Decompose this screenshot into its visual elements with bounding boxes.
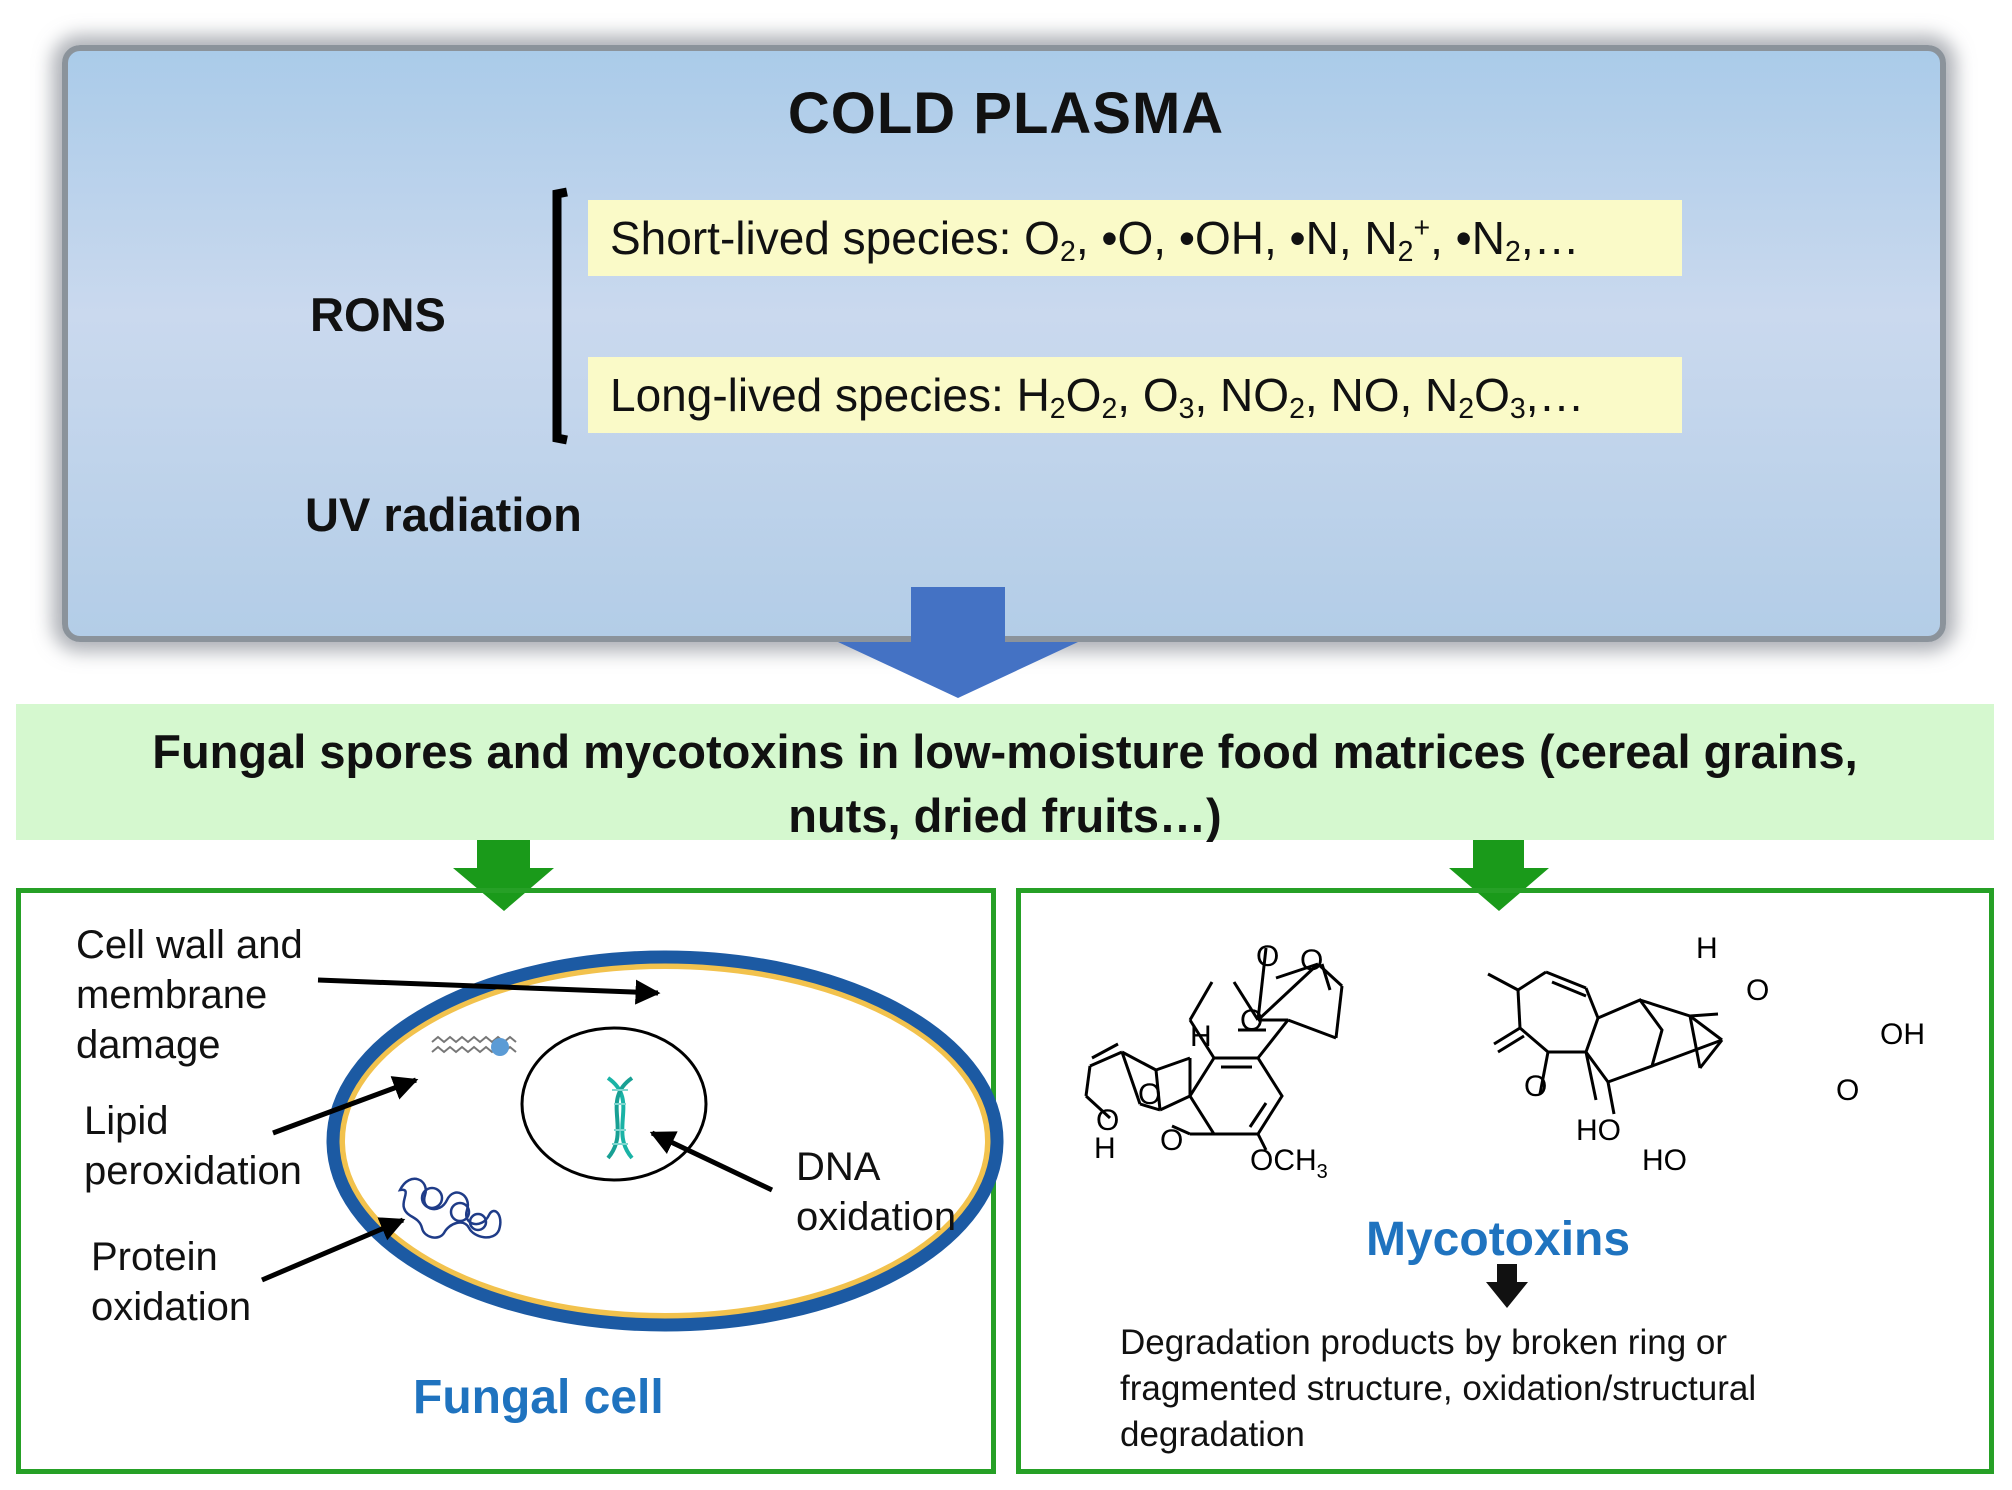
atom-o-lactone: O (1240, 1004, 1263, 1037)
dna-icon (606, 1076, 634, 1160)
cold-plasma-box (62, 45, 1946, 642)
protein-icon (397, 1177, 502, 1239)
atom-o-carbonyl-2: O (1300, 944, 1323, 977)
down-arrow-blue (838, 587, 1078, 698)
mycotoxins-title: Mycotoxins (1366, 1213, 1631, 1266)
atom-och3: OCH3 (1250, 1144, 1328, 1183)
atom-h-1: H (1190, 1020, 1212, 1053)
short-lived-species-box: Short-lived species: O2, •O, •OH, •N, N2… (588, 200, 1682, 276)
atom-ho-1: HO (1576, 1114, 1621, 1147)
mycotoxins-panel (1016, 888, 1994, 1474)
cell-wall (326, 950, 1004, 1332)
nucleus (520, 1026, 708, 1182)
atom-o-ketone: O (1524, 1070, 1547, 1103)
atom-o-furan-3: O (1160, 1124, 1183, 1157)
wall-break-1 (659, 970, 678, 990)
degradation-text: Degradation products by broken ring or f… (1120, 1323, 1757, 1454)
arrow-wall-damage (317, 977, 661, 1005)
arrow-protein (261, 1217, 406, 1283)
arrow-lipid (272, 1076, 419, 1136)
atom-o-furan-2: O (1096, 1104, 1119, 1137)
atom-oh: OH (1880, 1018, 1925, 1051)
aflatoxin-structure (1084, 947, 1344, 1151)
arrow-dna (649, 1130, 774, 1193)
long-lived-species-box: Long-lived species: H2O2, O3, NO2, NO, N… (588, 357, 1682, 433)
cold-plasma-title: COLD PLASMA (787, 81, 1225, 146)
lipid-molecule-icon (431, 1035, 517, 1056)
food-line-2: nuts, dried fruits…) (788, 789, 1222, 842)
atom-o-ring: O (1746, 974, 1769, 1007)
atom-o-furan-1: O (1138, 1078, 1161, 1111)
rons-label: RONS (310, 288, 446, 341)
atom-h-2: H (1094, 1132, 1116, 1165)
atom-ho-2: HO (1642, 1144, 1687, 1177)
wall-break-2 (677, 975, 696, 995)
atom-o-carbonyl-1: O (1256, 940, 1279, 973)
food-line-1: Fungal spores and mycotoxins in low-mois… (152, 725, 1858, 778)
uv-radiation-label: UV radiation (305, 488, 582, 541)
trichothecene-structure (1487, 970, 1724, 1115)
food-matrices-band: Fungal spores and mycotoxins in low-mois… (16, 704, 1994, 842)
atom-h-3: H (1696, 932, 1718, 965)
fungal-cell-title: Fungal cell (413, 1371, 664, 1424)
rons-bracket (552, 187, 568, 445)
atom-o-epoxide: O (1836, 1074, 1859, 1107)
cell-membrane (339, 963, 991, 1319)
down-arrow-black (1486, 1264, 1528, 1308)
